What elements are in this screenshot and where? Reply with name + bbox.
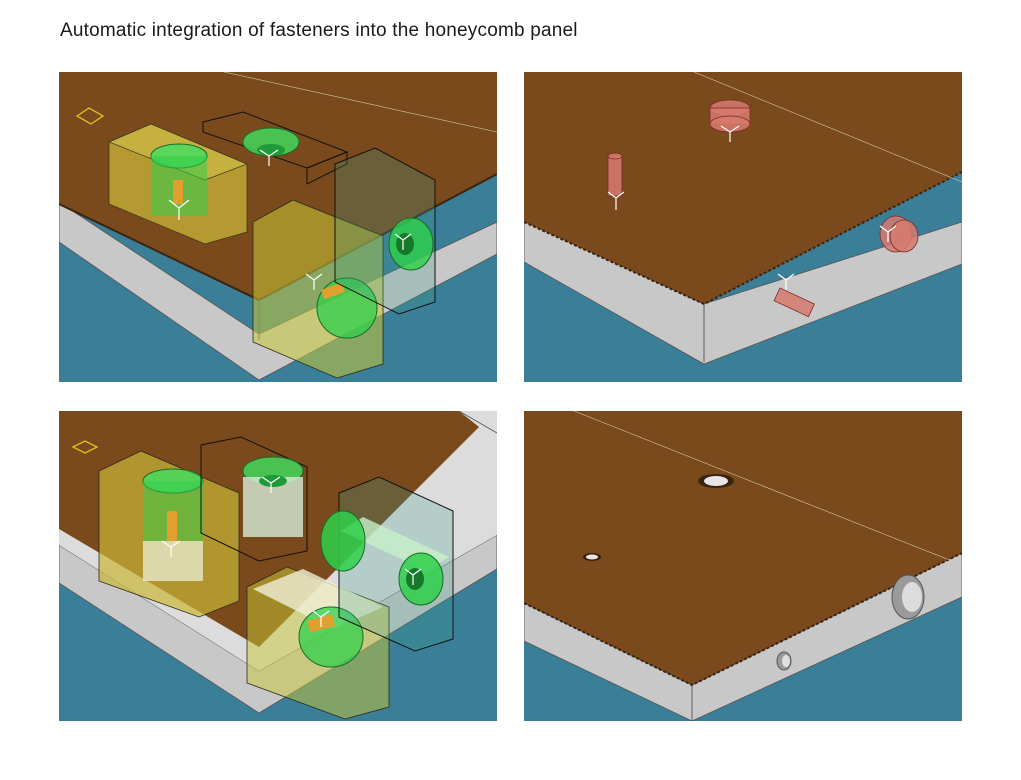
origin-marker-icon [71, 440, 99, 454]
page-title: Automatic integration of fasteners into … [60, 20, 578, 41]
fastener-holes [583, 474, 925, 671]
cad-render-4 [524, 411, 962, 721]
origin-marker-icon [75, 107, 105, 125]
viewport-panel-3[interactable] [59, 411, 497, 721]
viewport-panel-1[interactable] [59, 72, 497, 382]
cad-render-2 [524, 72, 962, 382]
cad-render-1 [59, 72, 497, 382]
cad-render-3 [59, 411, 497, 721]
viewport-panel-2[interactable] [524, 72, 962, 382]
viewport-panel-4[interactable] [524, 411, 962, 721]
